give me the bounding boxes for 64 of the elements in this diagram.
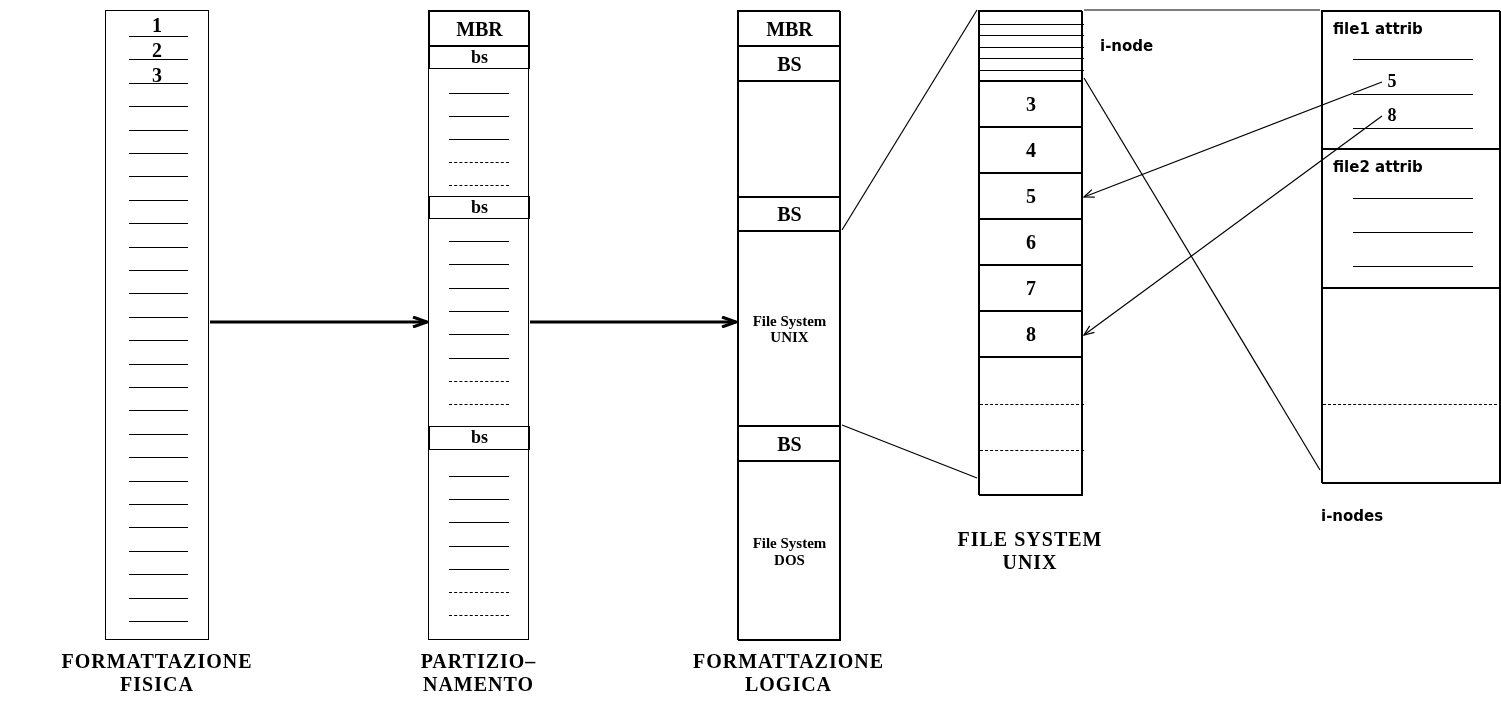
disk-block (429, 11, 530, 46)
inode-entry (1322, 149, 1501, 288)
disk-block (738, 81, 841, 197)
sector-number: 3 (152, 65, 162, 85)
block-label: bs (470, 428, 489, 448)
disk-block (738, 11, 841, 46)
disk-block (1322, 288, 1501, 484)
disk-block (738, 426, 841, 461)
inode-area (979, 11, 1083, 81)
column-label: FORMATTAZIONE LOGICA (691, 650, 886, 696)
zoom-line (1083, 77, 1321, 471)
zoom-line (1083, 9, 1321, 11)
block-number: 6 (1025, 231, 1037, 253)
disk-block (979, 357, 1083, 496)
pointer-number: 8 (1387, 106, 1397, 126)
disk-block (429, 46, 530, 69)
column-label: FILE SYSTEM UNIX (956, 528, 1104, 574)
disk-block (979, 311, 1083, 357)
column-label: PARTIZIO– NAMENTO (419, 650, 538, 696)
disk-block (979, 265, 1083, 311)
disk-block (979, 173, 1083, 219)
disk-block (979, 219, 1083, 265)
sector-number: 2 (152, 40, 162, 60)
zoom-line (841, 424, 978, 479)
arrow (210, 315, 429, 329)
disk-block (738, 231, 841, 426)
disk-block (429, 196, 530, 219)
block-label: BS (776, 52, 803, 75)
block-label: bs (470, 197, 489, 218)
inode-table (1321, 10, 1500, 483)
block-label: BS (776, 432, 803, 455)
callout-label: i-nodes (1321, 508, 1384, 526)
zoom-line (841, 9, 978, 231)
block-label: File System DOS (751, 534, 828, 568)
disk-column (737, 10, 840, 640)
sector-number: 1 (152, 15, 162, 35)
pointer-arrow (1083, 81, 1383, 198)
block-label: BS (776, 203, 803, 225)
disk-block (738, 197, 841, 231)
disk-block (429, 426, 530, 450)
pointer-arrow (1083, 115, 1383, 336)
block-label: bs (470, 47, 489, 68)
disk-block (738, 46, 841, 81)
disk-block (979, 127, 1083, 173)
arrow (530, 315, 738, 329)
disk-column (105, 10, 209, 640)
disk-column (428, 10, 529, 640)
disk-block (738, 461, 841, 641)
block-label: File System UNIX (751, 312, 828, 345)
file-system-column (978, 10, 1082, 495)
inode-entry (1322, 11, 1501, 149)
block-number: 4 (1025, 139, 1037, 161)
entry-title: file1 attrib (1333, 22, 1423, 37)
block-label: MBR (765, 17, 814, 40)
column-label: FORMATTAZIONE FISICA (60, 650, 254, 696)
entry-title: file2 attrib (1333, 160, 1423, 175)
disk-block (979, 81, 1083, 127)
block-number: 8 (1025, 323, 1037, 345)
pointer-number: 5 (1387, 72, 1397, 92)
block-number: 7 (1025, 277, 1037, 299)
block-label: MBR (455, 17, 504, 40)
block-number: 5 (1025, 185, 1037, 207)
callout-label: i-node (1100, 38, 1154, 56)
block-number: 3 (1025, 93, 1037, 115)
